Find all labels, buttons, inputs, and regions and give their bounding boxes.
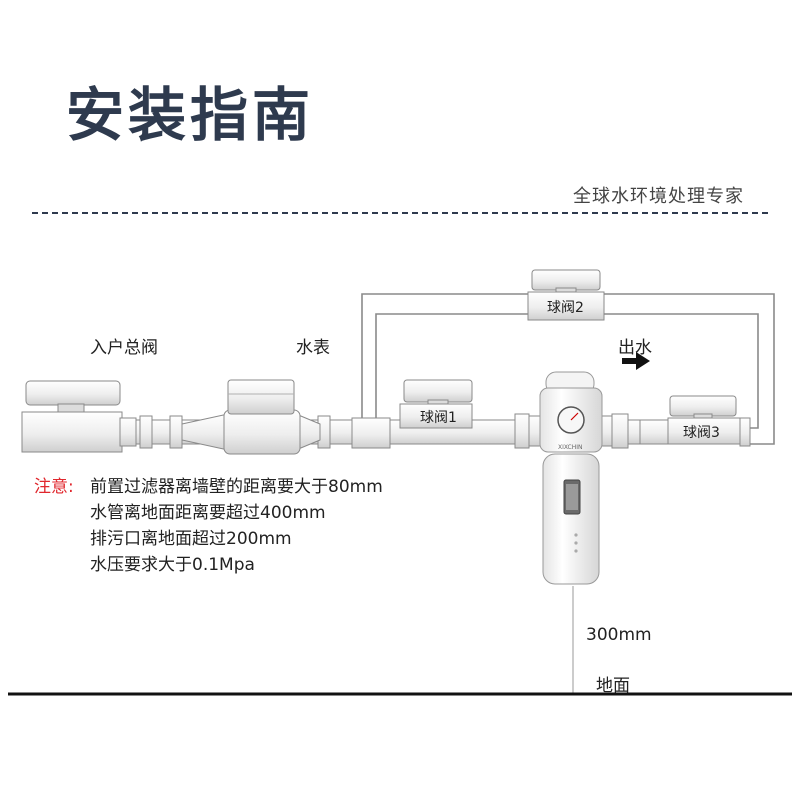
main-valve (21, 380, 137, 453)
brand-logo: XIXCHIN (558, 444, 583, 451)
ball-valve-1 (399, 379, 473, 429)
height-label: 300mm (586, 625, 652, 645)
note-line: 水管离地面距离要超过400mm (90, 503, 326, 523)
note-line: 排污口离地面超过200mm (90, 529, 292, 549)
water-meter (181, 379, 321, 455)
outlet-label: 出水 (618, 338, 652, 358)
ground-label: 地面 (596, 676, 630, 696)
note-row-1: 注意: 前置过滤器离墙壁的距离要大于80mm (34, 474, 383, 500)
ball-valve-3-label: 球阀3 (683, 425, 720, 441)
page-title: 安装指南 (66, 81, 315, 149)
tagline: 全球水环境处理专家 (573, 186, 744, 207)
ball-valve-1-label: 球阀1 (420, 410, 457, 426)
ball-valve-2 (527, 269, 605, 321)
notes-heading: 注意: (34, 477, 74, 497)
water-meter-label: 水表 (296, 338, 330, 358)
bypass-loop (361, 293, 775, 445)
pre-filter (539, 371, 603, 585)
ball-valve-3 (667, 395, 741, 445)
installation-notes: 注意: 前置过滤器离墙壁的距离要大于80mm 水管离地面距离要超过400mm 排污… (34, 474, 383, 578)
note-line: 水压要求大于0.1Mpa (90, 555, 255, 575)
outlet-arrow-icon (622, 352, 650, 370)
ball-valve-2-label: 球阀2 (547, 300, 584, 316)
header-divider (32, 212, 768, 214)
main-valve-label: 入户总阀 (90, 338, 158, 358)
note-line: 前置过滤器离墙壁的距离要大于80mm (90, 477, 383, 497)
